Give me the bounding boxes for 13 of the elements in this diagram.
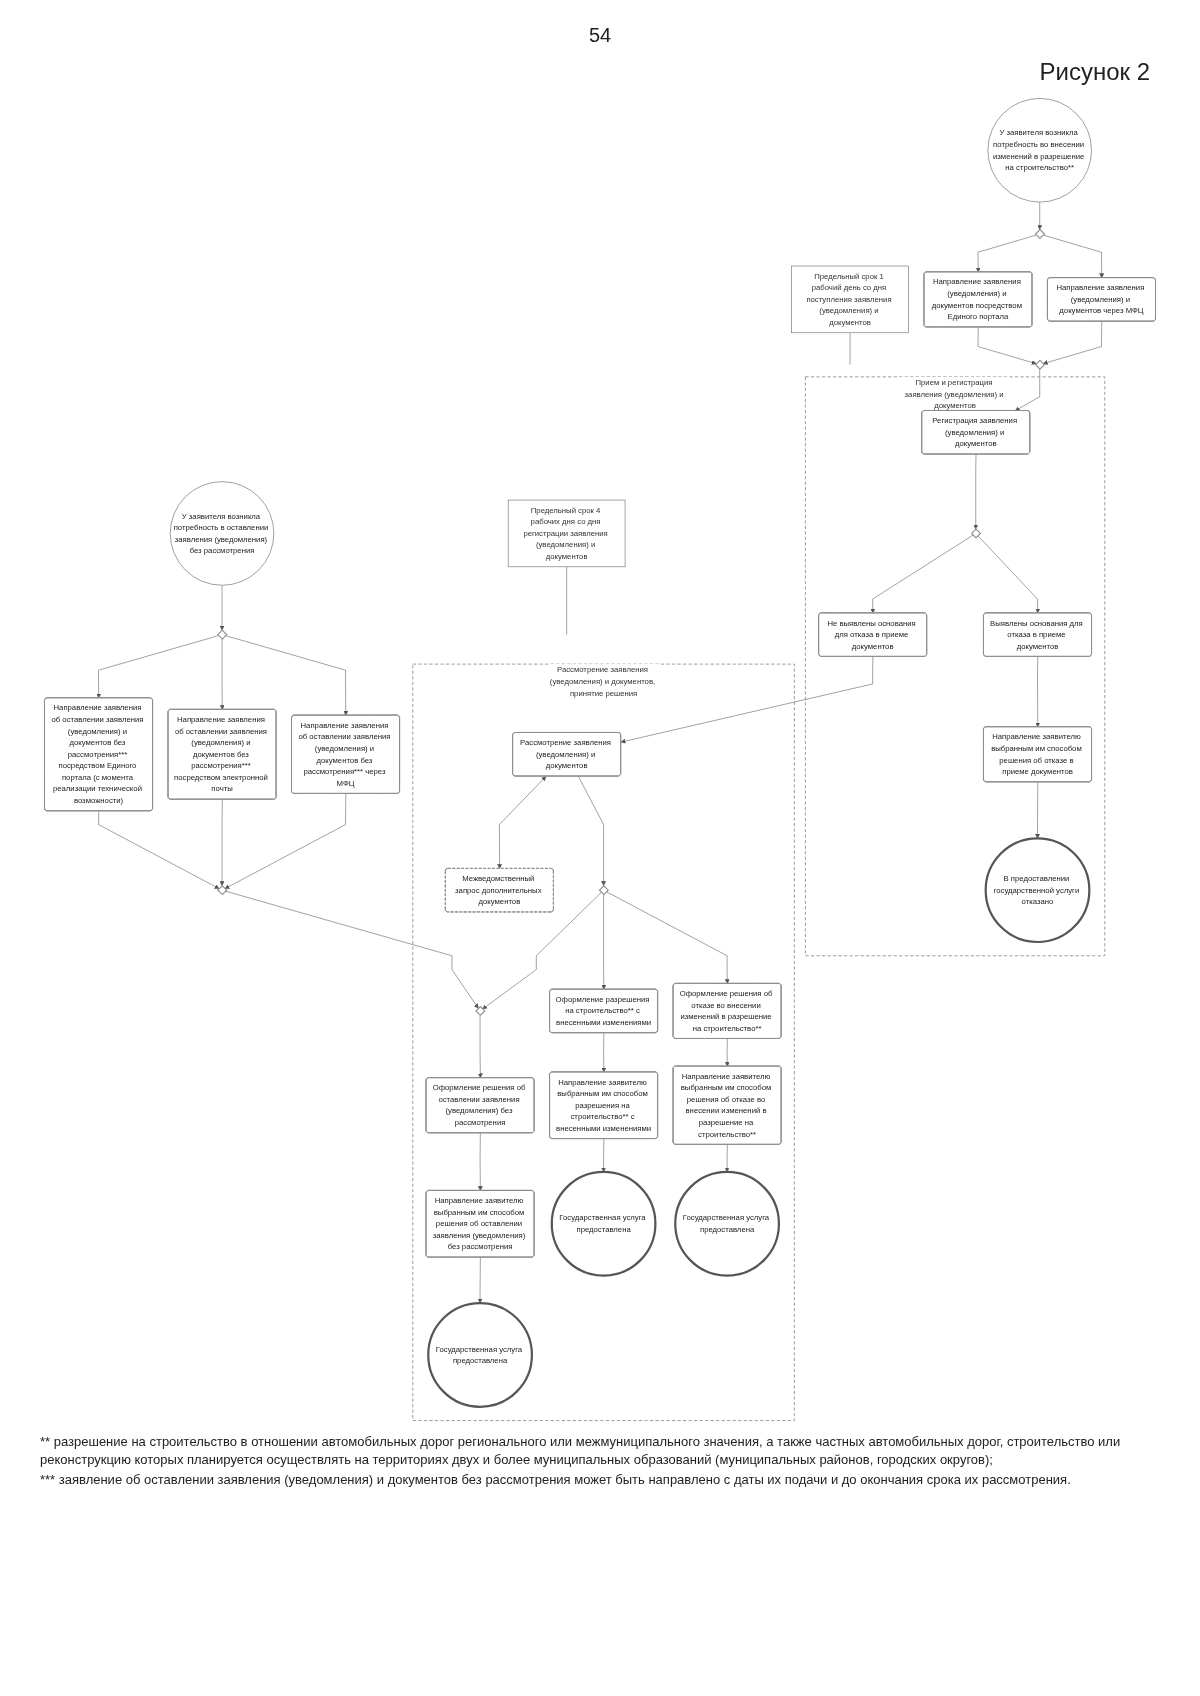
node-diamond bbox=[1034, 359, 1046, 370]
node-diamond bbox=[970, 528, 982, 539]
node-diamond bbox=[217, 885, 228, 896]
footnote: ** разрешение на строительство в отношении автомобильных дорог регионального или межмуниципального значения, а также частных автомобильных дорог, строительство или реконструкцию которых планируется осуществлять на территориях двух и более муниципальных образований (муниципальных районов, городских округов); bbox=[40, 1433, 1122, 1469]
node-diamond bbox=[598, 885, 610, 896]
node-diamond bbox=[1034, 228, 1046, 240]
connector bbox=[566, 566, 567, 635]
node-diamond bbox=[475, 1005, 486, 1017]
footnote: *** заявление об оставлении заявления (уведомления) и документов без рассмотрения может быть направлено с даты их подачи и до окончания срока их рассмотрения. bbox=[40, 1471, 1072, 1489]
figure-title: Рисунок 2 bbox=[1039, 58, 1150, 86]
node-diamond bbox=[217, 629, 228, 640]
page-number: 54 bbox=[587, 24, 613, 47]
connector bbox=[849, 332, 851, 365]
